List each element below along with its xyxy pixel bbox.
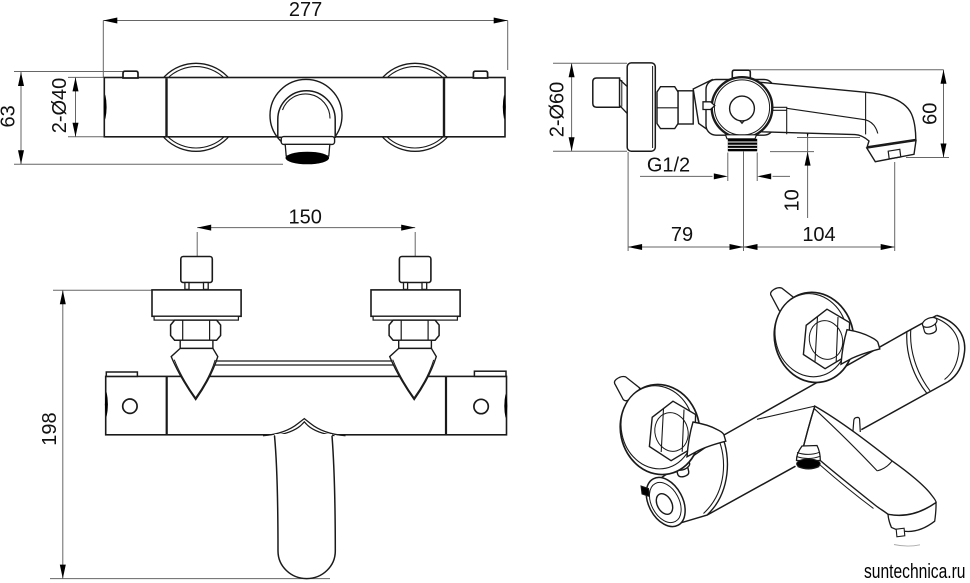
svg-text:277: 277 <box>289 0 322 21</box>
svg-text:104: 104 <box>802 224 835 246</box>
svg-text:63: 63 <box>0 105 20 127</box>
svg-text:60: 60 <box>920 103 942 125</box>
svg-text:198: 198 <box>39 412 61 445</box>
svg-text:150: 150 <box>289 207 322 229</box>
svg-text:G1/2: G1/2 <box>647 155 690 177</box>
svg-text:10: 10 <box>782 189 804 211</box>
svg-text:2-Ø60: 2-Ø60 <box>547 82 569 138</box>
svg-text:2-Ø40: 2-Ø40 <box>49 78 71 134</box>
svg-text:79: 79 <box>671 224 693 246</box>
